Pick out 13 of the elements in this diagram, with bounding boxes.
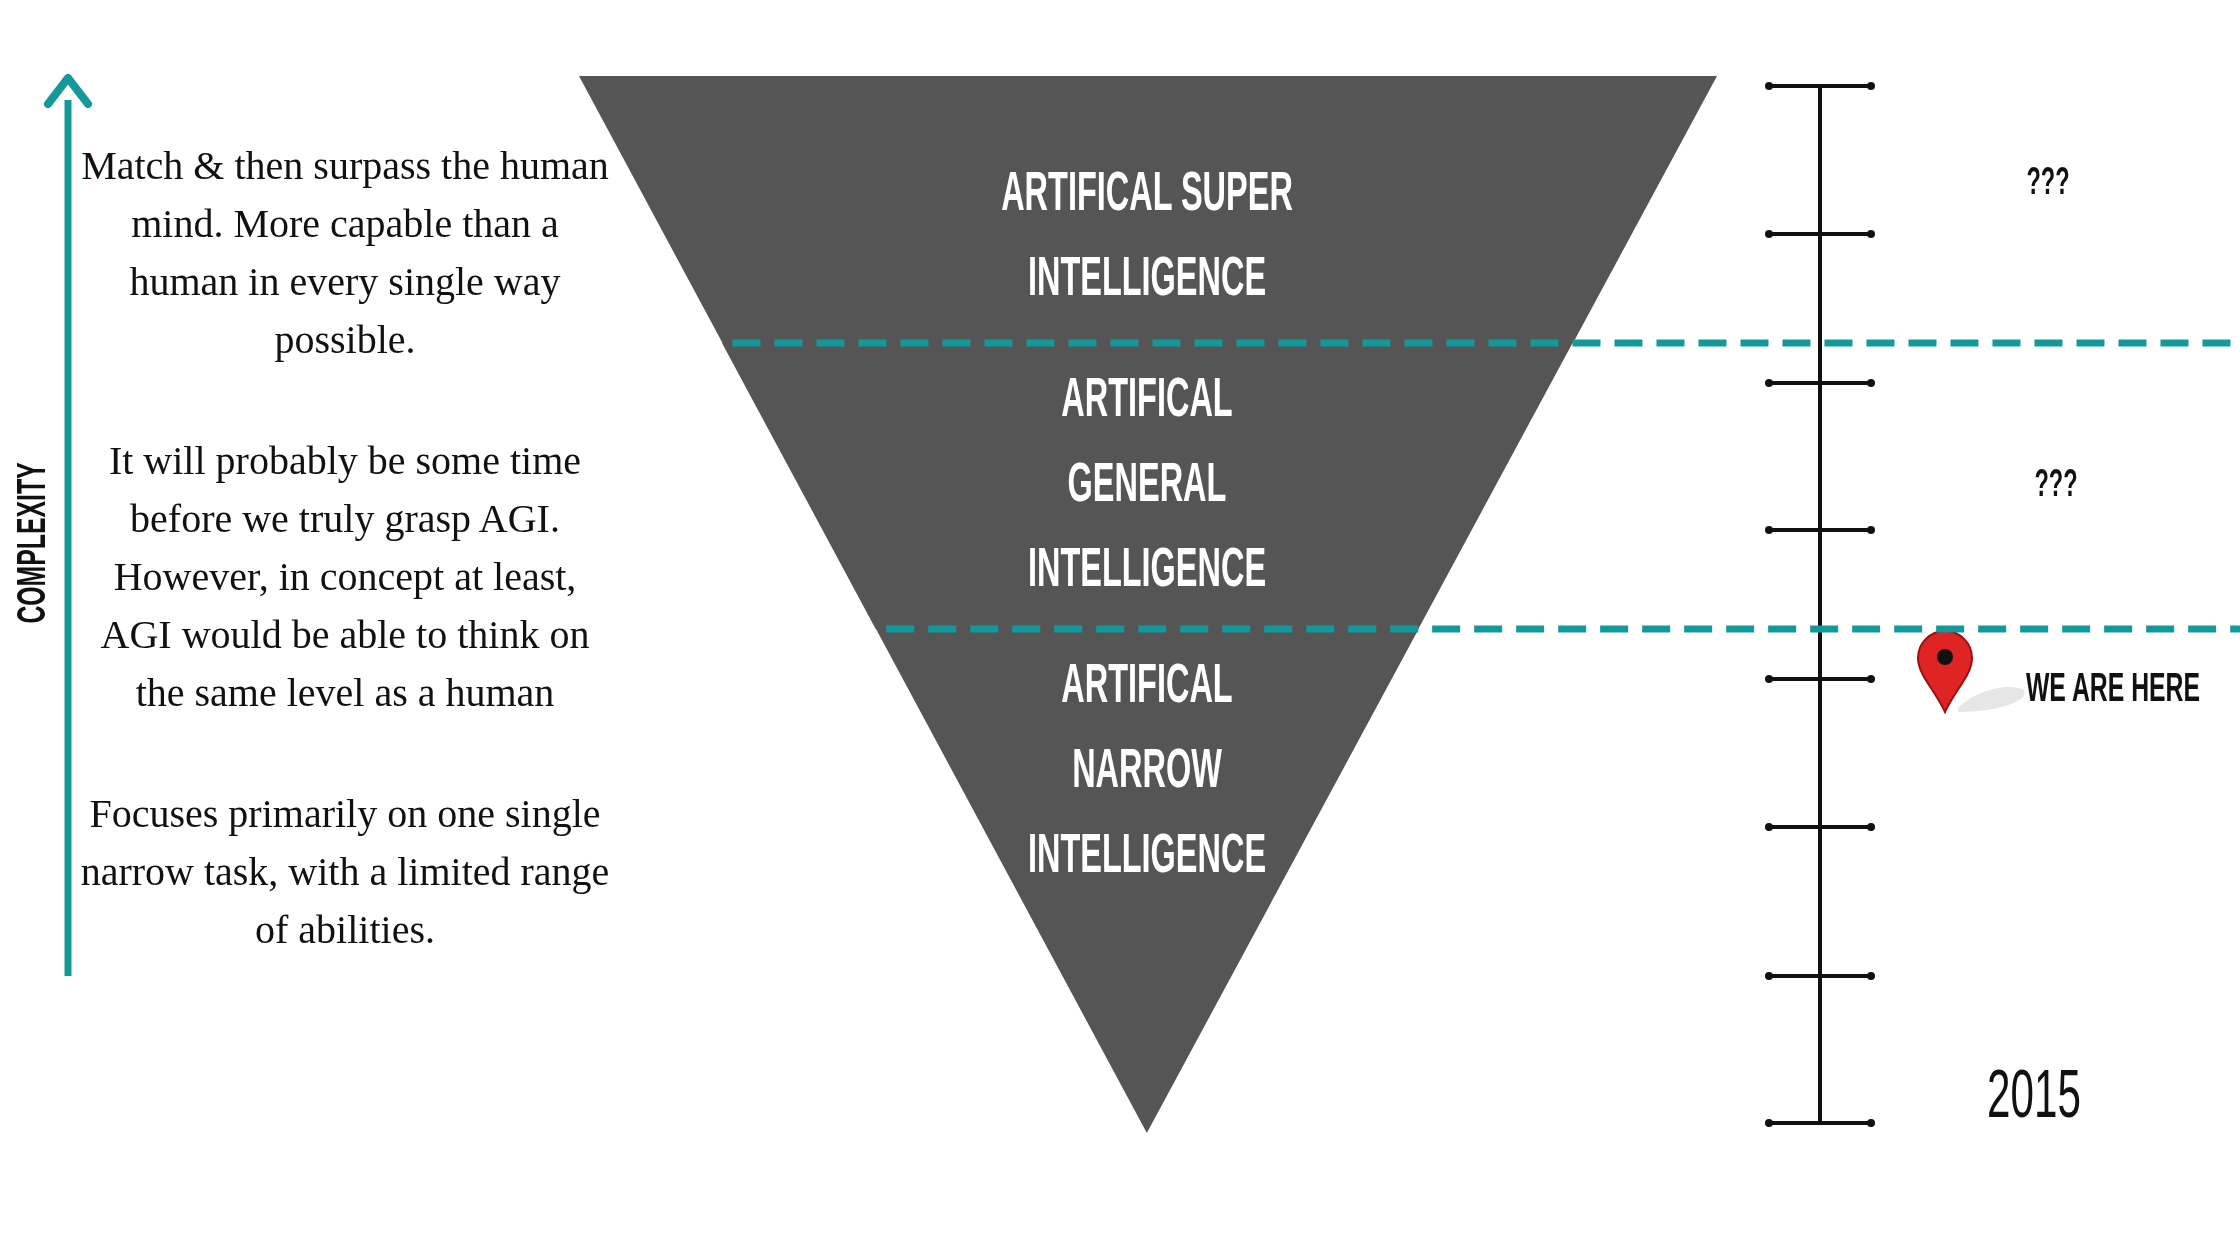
axis-label: COMPLEXITY xyxy=(11,462,51,624)
tier-label: ARTIFICAL NARROW INTELLIGENCE xyxy=(1026,650,1268,886)
timeline-label: ??? xyxy=(2034,464,2078,502)
location-label: WE ARE HERE xyxy=(2025,667,2201,707)
tier-band xyxy=(876,629,1419,1133)
tier-band xyxy=(722,343,1573,629)
tier-label: ARTIFICAL SUPER INTELLIGENCE xyxy=(1000,158,1294,309)
description-text: It will probably be some time before we truly grasp AGI. However, in concept at least, AGI would be able to think on the same level as a human xyxy=(99,437,591,717)
timeline-label: ??? xyxy=(2026,162,2070,200)
year-label: 2015 xyxy=(1987,1059,2081,1127)
description-text: Match & then surpass the human mind. More capable than a human in every single way possible. xyxy=(80,142,610,364)
description-text: Focuses primarily on one single narrow task, with a limited range of abilities. xyxy=(80,790,610,954)
tier-label: ARTIFICAL GENERAL INTELLIGENCE xyxy=(1026,364,1268,600)
